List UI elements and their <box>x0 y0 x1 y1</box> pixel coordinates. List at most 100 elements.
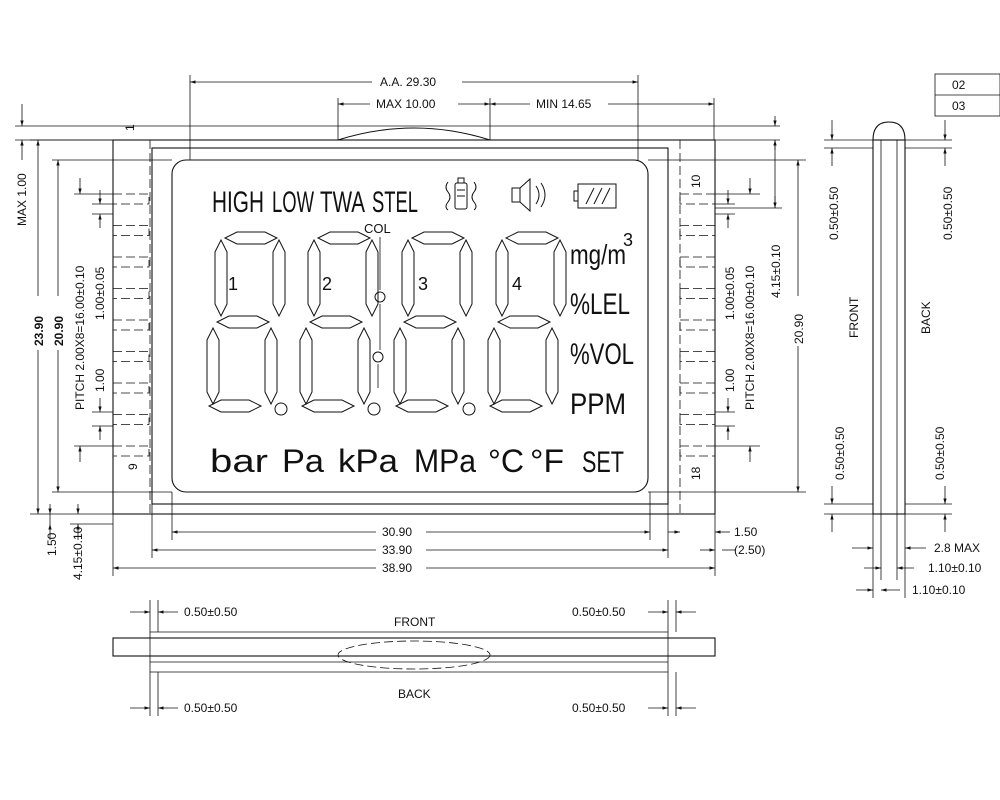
colon-dot-bottom <box>372 351 384 363</box>
dim-max1: MAX 1.00 <box>15 173 29 226</box>
bottom-tol-br: 0.50±0.50 <box>572 701 626 715</box>
side-tol-br: 0.50±0.50 <box>933 426 947 480</box>
dim-pitch-right: PITCH 2.00X8=16.00±0.10 <box>743 265 757 410</box>
symbol-col: COL <box>364 221 391 236</box>
side-d110b: 1.10±0.10 <box>912 583 966 597</box>
symbol-mpa: MPa <box>414 443 476 479</box>
side-view: FRONT BACK 0.50±0.50 0.50±0.50 0.50±0.50… <box>824 120 982 598</box>
dim-2090-left: 20.90 <box>52 316 66 346</box>
side-tol-tl: 0.50±0.50 <box>827 186 841 240</box>
right-pin-pad <box>679 351 716 362</box>
dim-3890: 38.90 <box>382 561 412 575</box>
dim-3390: 33.90 <box>382 543 412 557</box>
left-pin-pad <box>112 256 150 268</box>
right-pin-pad <box>679 193 716 205</box>
symbol-mgm3: mg/m <box>570 239 626 270</box>
symbol-kpa: kPa <box>338 443 398 479</box>
right-pin-pad <box>679 319 716 331</box>
symbol-degf: °F <box>530 443 564 479</box>
right-pin-pad <box>679 382 716 394</box>
bottom-tol-tr: 0.50±0.50 <box>572 605 626 619</box>
front-view: 1 9 10 18 HIGH LOW TWA STEL <box>112 124 716 515</box>
speaker-icon <box>511 177 546 213</box>
dim-one-left: 1.00 <box>93 368 107 392</box>
right-pins <box>679 193 716 457</box>
right-pin-pad <box>679 288 716 299</box>
left-pins <box>112 193 150 457</box>
dim-min1465: MIN 14.65 <box>536 97 592 111</box>
symbol-low: LOW <box>272 186 314 219</box>
right-pin-pad <box>679 445 716 457</box>
left-pin-pad <box>112 319 150 331</box>
side-d110a: 1.10±0.10 <box>928 561 982 575</box>
side-max28: 2.8 MAX <box>934 541 980 555</box>
dim-415-left: 4.15±0.10 <box>71 526 85 580</box>
pin-label-10: 10 <box>689 174 703 188</box>
symbol-set: SET <box>582 446 624 479</box>
dim-250: (2.50) <box>734 543 765 557</box>
symbol-stel: STEL <box>372 186 418 219</box>
active-area-outline <box>171 159 649 493</box>
symbol-vol: %VOL <box>570 338 634 371</box>
dim-tol-left: 1.00±0.05 <box>93 266 107 320</box>
symbol-ppm: PPM <box>570 388 626 421</box>
left-pin-pad <box>112 382 150 394</box>
decimal-point-1 <box>274 402 288 416</box>
symbol-pa: Pa <box>282 443 324 479</box>
bottom-back-label: BACK <box>398 687 431 701</box>
bottom-front-label: FRONT <box>394 615 436 629</box>
left-pin-pad <box>112 414 150 425</box>
seven-segment-digit <box>299 231 379 413</box>
symbol-mgm3-superscript: 3 <box>623 230 633 250</box>
decimal-point-3 <box>462 402 476 416</box>
symbol-degc: °C <box>488 443 524 479</box>
decimal-point-2 <box>367 402 381 416</box>
dim-aa: A.A. 29.30 <box>380 75 436 89</box>
seven-segment-digit <box>206 231 286 413</box>
side-tol-tr: 0.50±0.50 <box>941 186 955 240</box>
pin-label-1: 1 <box>123 124 137 131</box>
left-pin-pad <box>112 225 150 236</box>
dim-2090-right: 20.90 <box>792 314 806 344</box>
side-back-label: BACK <box>919 301 933 334</box>
seven-segment-digit <box>393 231 473 413</box>
seven-segment-digit <box>487 231 567 413</box>
digit-label-3: 3 <box>418 274 428 294</box>
left-pin-pad <box>112 445 150 457</box>
digit-label-2: 2 <box>322 274 332 294</box>
pin-label-18: 18 <box>689 466 703 480</box>
digit-label-1: 1 <box>228 274 238 294</box>
dim-150-right: 1.50 <box>734 525 758 539</box>
dim-3090: 30.90 <box>382 525 412 539</box>
digit-label-4: 4 <box>512 274 522 294</box>
colon-dot-top <box>374 291 386 303</box>
right-pin-pad <box>679 414 716 425</box>
bottom-view-seal <box>337 640 491 670</box>
left-pin-pad <box>112 193 150 205</box>
viewing-area-outline <box>151 147 669 505</box>
left-pin-pad <box>112 351 150 362</box>
symbol-high: HIGH <box>212 186 264 219</box>
symbol-lel: %LEL <box>570 288 630 321</box>
side-front-label: FRONT <box>847 296 861 338</box>
side-view-seal <box>872 121 906 141</box>
gas-bottle-icon <box>445 177 477 211</box>
dim-150-left: 1.50 <box>45 532 59 556</box>
revision-table: 02 03 <box>934 73 1000 117</box>
dim-415-right: 4.15±0.10 <box>769 244 783 298</box>
bottom-tol-tl: 0.50±0.50 <box>184 605 238 619</box>
right-pin-pad <box>679 256 716 268</box>
dim-pitch-left: PITCH 2.00X8=16.00±0.10 <box>73 265 87 410</box>
right-pin-pad <box>679 225 716 236</box>
revision-row-02: 02 <box>952 78 966 92</box>
bottom-view: FRONT BACK 0.50±0.50 0.50±0.50 0.50±0.50… <box>112 600 716 716</box>
side-tol-bl: 0.50±0.50 <box>833 426 847 480</box>
dim-max10: MAX 10.00 <box>376 97 436 111</box>
dim-2390: 23.90 <box>32 316 46 346</box>
battery-icon <box>573 183 617 209</box>
revision-row-03: 03 <box>952 99 966 113</box>
symbol-bar: bar <box>210 443 268 479</box>
seal-tab <box>337 127 491 141</box>
left-pin-pad <box>112 288 150 299</box>
